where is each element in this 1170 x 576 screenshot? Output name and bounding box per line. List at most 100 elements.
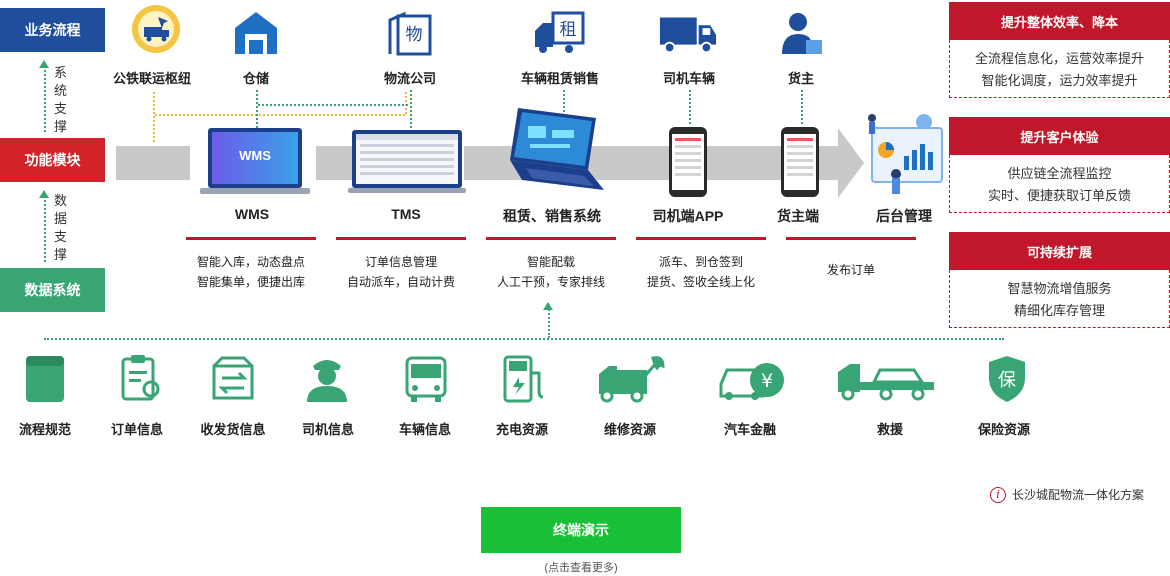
desc-line: 发布订单 [826,263,875,277]
system-support-note: 系 统 支 撑 [54,64,74,136]
wms-screen-text: WMS [239,148,271,163]
desc-line: 派车、到仓签到 [658,255,743,269]
section-divider [786,237,916,240]
note-char: 支 [54,101,68,116]
desc-line: 人工干预，专家排线 [496,275,605,289]
process-spec-icon [20,346,70,412]
resource-label: 车辆信息 [398,422,451,437]
svg-text:保: 保 [998,370,1016,391]
desc-line: 智能配载 [526,255,575,269]
shipper-phone [780,126,820,198]
resource-label: 流程规范 [18,422,71,437]
benefit-efficiency-header: 提升整体效率、降本 [949,2,1170,40]
up-arrow-icon [39,190,49,198]
system-desc-tms: 订单信息管理 自动派车，自动计费 [326,252,476,292]
system-desc-wms: 智能入库，动态盘点 智能集单，便捷出库 [176,252,326,292]
section-divider [186,237,316,240]
tow-truck-icon [832,346,940,412]
note-char: 撑 [54,247,68,262]
system-desc-rental: 智能配载 人工干预，专家排线 [476,252,626,292]
caption-text: 长沙城配物流一体化方案 [1012,488,1145,502]
up-arrow-icon [39,60,49,68]
system-title-rental: 租赁、销售系统 [503,208,601,224]
system-title-admin: 后台管理 [876,208,932,224]
business-flow-label: 业务流程 [0,8,105,52]
benefit-line: 精细化库存管理 [1013,303,1105,318]
node-label-hub: 公铁联运枢纽 [112,71,191,86]
benefit-line: 智能化调度，运力效率提升 [981,73,1138,88]
benefit-line: 智慧物流增值服务 [1007,281,1112,296]
bus-icon [398,346,454,412]
dotted-connector [258,104,408,106]
repair-truck-icon [592,346,672,412]
desc-line: 智能入库，动态盘点 [196,255,305,269]
data-bus-line [44,338,1004,340]
benefit-line: 实时、便捷获取订单反馈 [987,188,1131,203]
node-label-logistics: 物流公司 [383,71,436,86]
resource-label: 收发货信息 [200,422,266,437]
terminal-demo-button[interactable]: 终端演示 [481,507,681,553]
car-finance-icon: ¥ [716,346,788,412]
node-label-warehouse: 仓储 [242,71,269,86]
desc-line: 智能集单，便捷出库 [196,275,305,289]
resource-label: 订单信息 [110,422,163,437]
resource-label: 司机信息 [301,422,354,437]
note-char: 支 [54,229,68,244]
resource-label: 救援 [876,422,903,437]
node-label-driver: 司机车辆 [662,71,715,86]
benefit-experience-body: 供应链全流程监控 实时、便捷获取订单反馈 [949,155,1170,213]
dotted-connector [44,66,46,132]
note-char: 系 [54,65,68,80]
demo-more-link[interactable]: (点击查看更多) [544,562,618,574]
dotted-connector [563,90,565,128]
charging-station-icon [496,346,552,412]
system-title-tms: TMS [391,206,421,222]
note-char: 统 [54,83,68,98]
svg-text:¥: ¥ [761,370,773,392]
data-support-note: 数 据 支 撑 [54,192,74,264]
insurance-shield-icon: 保 [982,346,1032,412]
benefit-line: 供应链全流程监控 [1007,166,1112,181]
dotted-connector [801,90,803,124]
system-title-wms: WMS [234,206,270,222]
driver-phone [668,126,708,198]
dotted-connector [256,90,258,128]
function-module-label: 功能模块 [0,138,105,182]
rail-road-hub-icon [126,4,186,54]
benefit-efficiency-body: 全流程信息化，运营效率提升 智能化调度，运力效率提升 [949,40,1170,98]
warehouse-icon [226,6,286,56]
section-divider [336,237,466,240]
benefit-line: 全流程信息化，运营效率提升 [974,51,1144,66]
desc-line: 自动派车，自动计费 [346,275,455,289]
rental-laptop [500,104,610,198]
section-divider [636,237,766,240]
admin-dashboard-illustration [858,110,946,198]
truck-icon [658,8,718,58]
shipper-icon [772,8,832,58]
desc-line: 提货、签收全线上化 [646,275,755,289]
resource-label: 汽车金融 [723,422,776,437]
note-char: 数 [54,193,68,208]
node-label-shipper: 货主 [787,71,814,86]
flow-arrow-head [838,128,864,198]
resource-label: 保险资源 [977,422,1030,437]
section-divider [486,237,616,240]
flow-band [316,146,352,180]
benefit-scalable-header: 可持续扩展 [949,232,1170,270]
system-desc-shipper: 发布订单 [776,260,926,280]
node-label-rental: 车辆租赁销售 [520,71,599,86]
svg-text:租: 租 [560,20,577,40]
benefit-scalable-body: 智慧物流增值服务 精细化库存管理 [949,270,1170,328]
order-info-icon [116,346,166,412]
solution-caption: i 长沙城配物流一体化方案 [990,486,1144,503]
svg-text:物: 物 [406,25,423,45]
dotted-connector [548,306,550,338]
info-icon: i [990,486,1006,503]
up-arrow-icon [543,302,553,310]
driver-info-icon [302,346,352,412]
logistics-company-icon: 物 [380,6,440,56]
desc-line: 订单信息管理 [364,255,437,269]
system-title-shipper: 货主端 [777,208,819,224]
note-char: 撑 [54,119,68,134]
resource-label: 维修资源 [603,422,656,437]
